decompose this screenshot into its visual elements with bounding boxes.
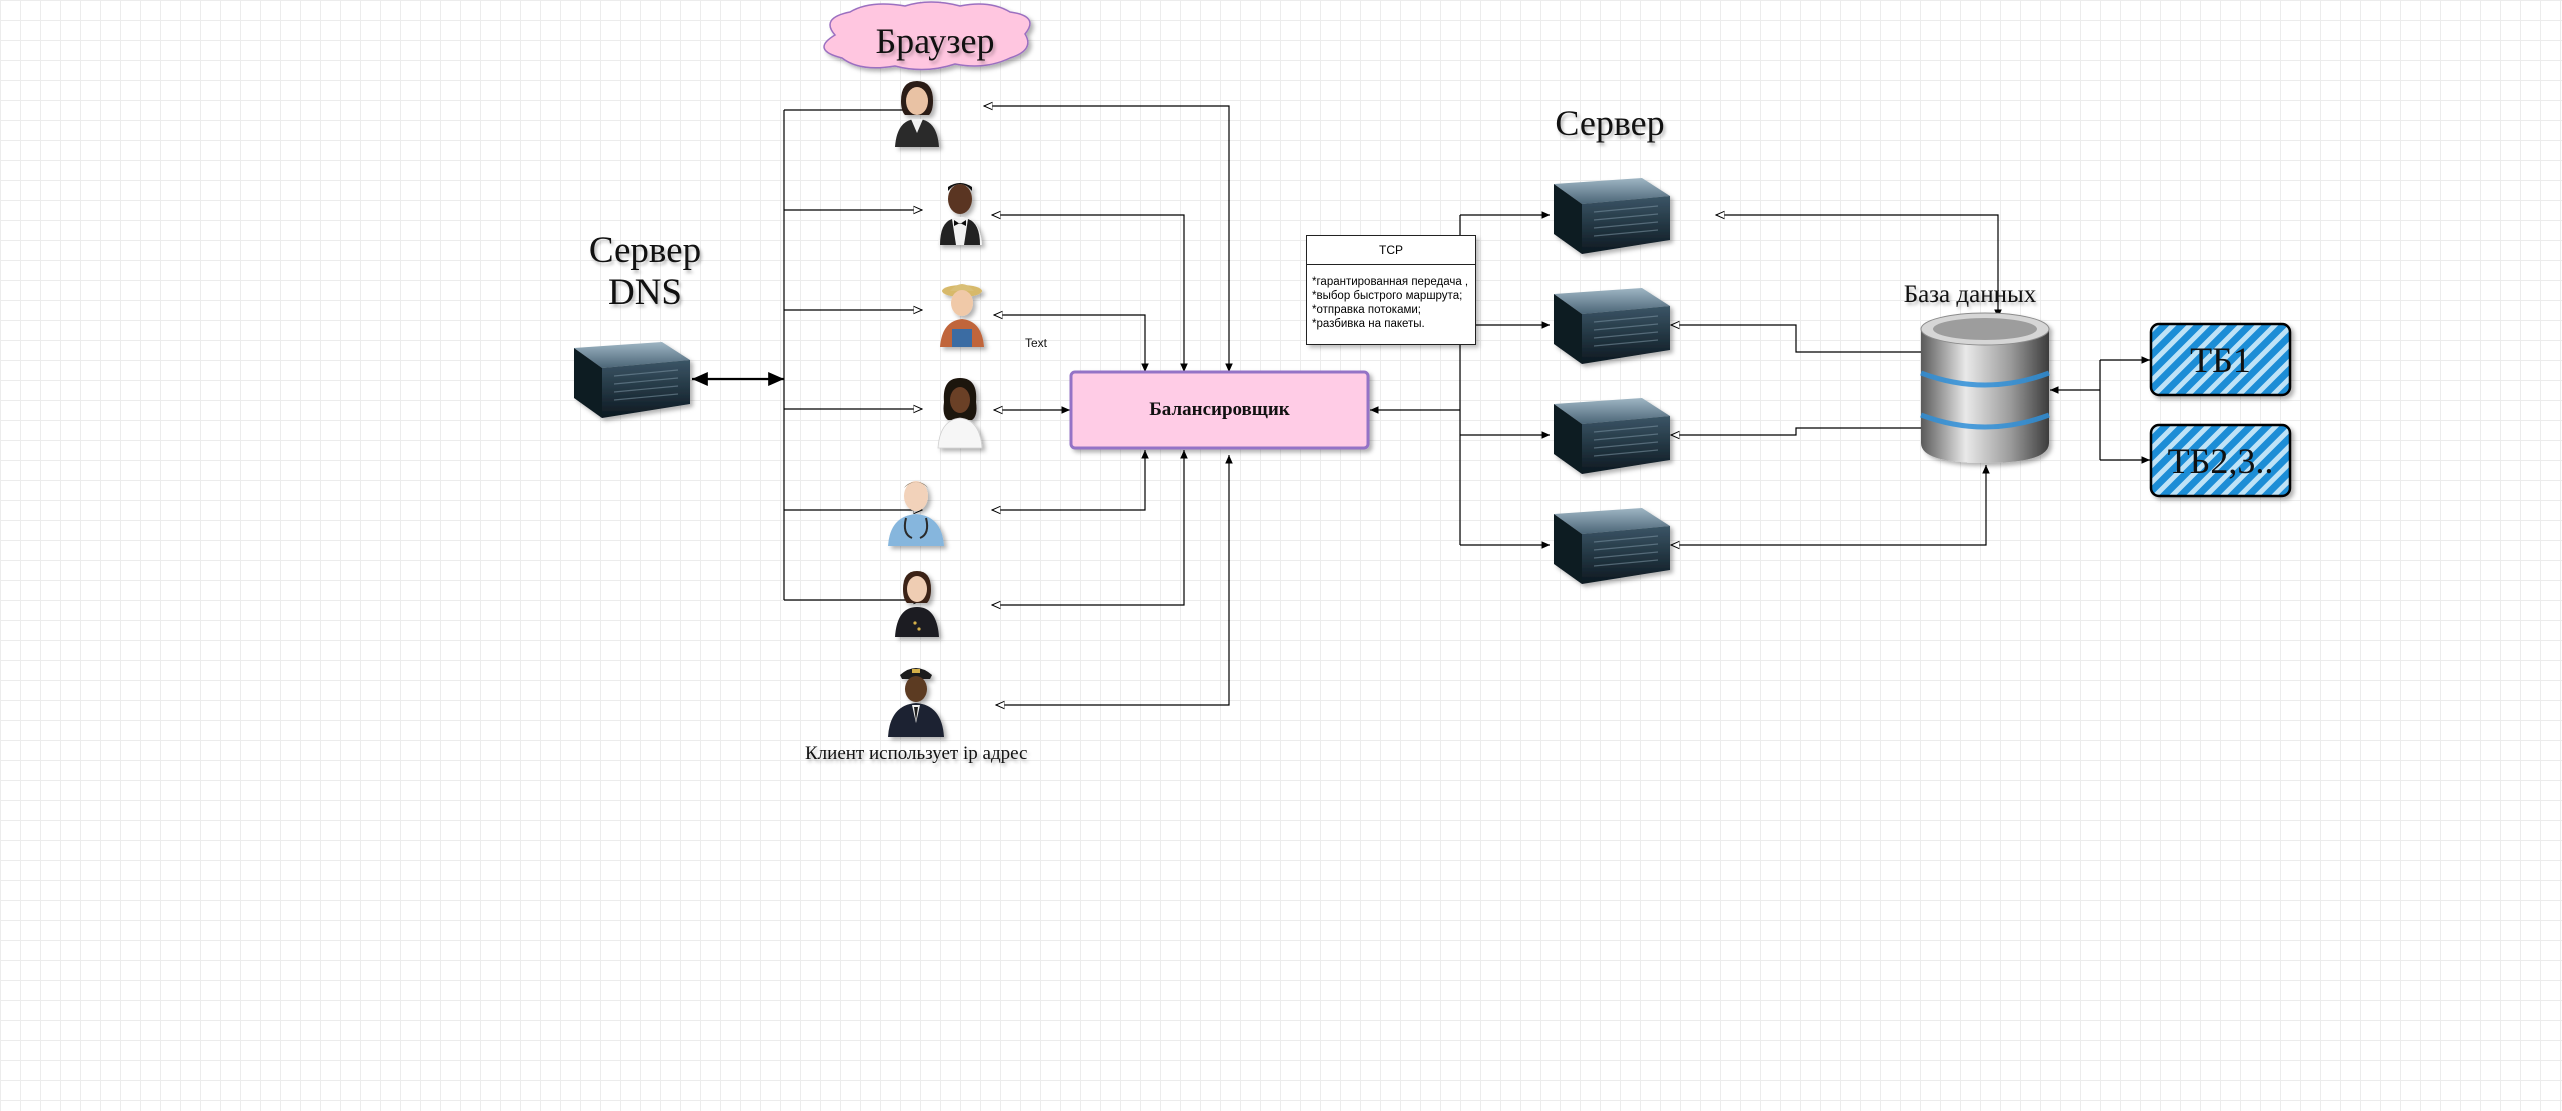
server-3-icon <box>1553 397 1671 475</box>
dns-label-line2: DNS <box>607 272 683 313</box>
tcp-item: *выбор быстрого маршрута; <box>1312 290 1463 302</box>
woman-icon <box>937 378 983 449</box>
waiter-icon <box>938 183 982 245</box>
tcp-item: *разбивка на пакеты. <box>1312 318 1425 330</box>
database-icon <box>1920 312 2050 463</box>
businesswoman-icon <box>895 81 939 147</box>
tcp-item: *гарантированная передача , <box>1312 276 1469 288</box>
connectors <box>692 106 2150 705</box>
dns-server-label: Сервер DNS <box>560 230 730 314</box>
server-4-icon <box>1553 507 1671 585</box>
balancer-box <box>1069 370 1370 450</box>
dns-label-line1: Сервер <box>588 230 702 271</box>
tb1-label: ТБ1 <box>2190 339 2251 380</box>
balancer-label: Балансировщик <box>1149 399 1290 420</box>
browser-label-wrap: Браузер <box>835 8 1035 74</box>
browser-label: Браузер <box>875 21 995 61</box>
tcp-title: TCP <box>1307 236 1475 265</box>
dns-server-icon <box>573 341 691 419</box>
officer-woman-icon <box>895 571 939 637</box>
tcp-note: TCP *гарантированная передача , *выбор б… <box>1306 235 1476 345</box>
tb2-label: ТБ2,3.. <box>2167 440 2274 481</box>
pilot-icon <box>888 668 944 737</box>
browser-cloud <box>823 1 1031 71</box>
server-group-label: Сервер <box>1555 103 1665 143</box>
server-2-icon <box>1553 287 1671 365</box>
tcp-list: *гарантированная передача , *выбор быстр… <box>1307 265 1475 331</box>
table-tb1 <box>2149 322 2292 397</box>
tcp-item: *отправка потоками; <box>1312 304 1421 316</box>
table-tb2 <box>2149 423 2292 498</box>
text-small-label: Text <box>1024 336 1047 350</box>
doctor-icon <box>888 481 944 546</box>
tb1-label-wrap: ТБ1 <box>2151 324 2290 395</box>
server-1-icon <box>1553 177 1671 255</box>
farmer-woman-icon <box>940 284 984 347</box>
balancer-label-wrap: Балансировщик <box>1071 372 1368 448</box>
database-label: База данных <box>1903 281 2037 308</box>
tb2-label-wrap: ТБ2,3.. <box>2151 425 2290 496</box>
client-caption: Клиент использует ip адрес <box>805 743 1028 764</box>
